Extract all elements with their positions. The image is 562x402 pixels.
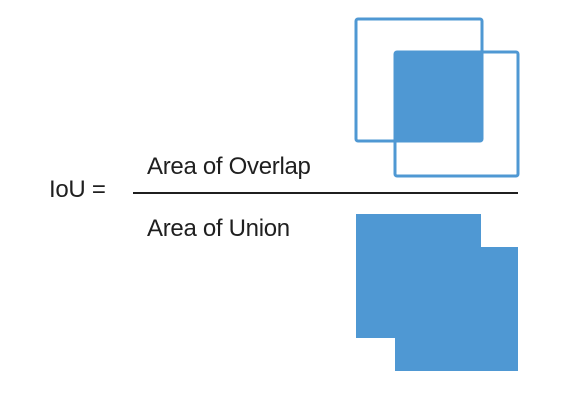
overlap-region [395, 52, 481, 141]
union-region [356, 214, 518, 371]
overlap-diagram [354, 17, 520, 178]
iou-label: IoU = [49, 176, 106, 203]
union-diagram [356, 214, 518, 371]
box-a-outline [354, 17, 484, 143]
fraction-bar [133, 192, 518, 194]
box-b-outline [393, 50, 520, 178]
numerator-label: Area of Overlap [147, 153, 311, 180]
denominator-label: Area of Union [147, 215, 290, 242]
